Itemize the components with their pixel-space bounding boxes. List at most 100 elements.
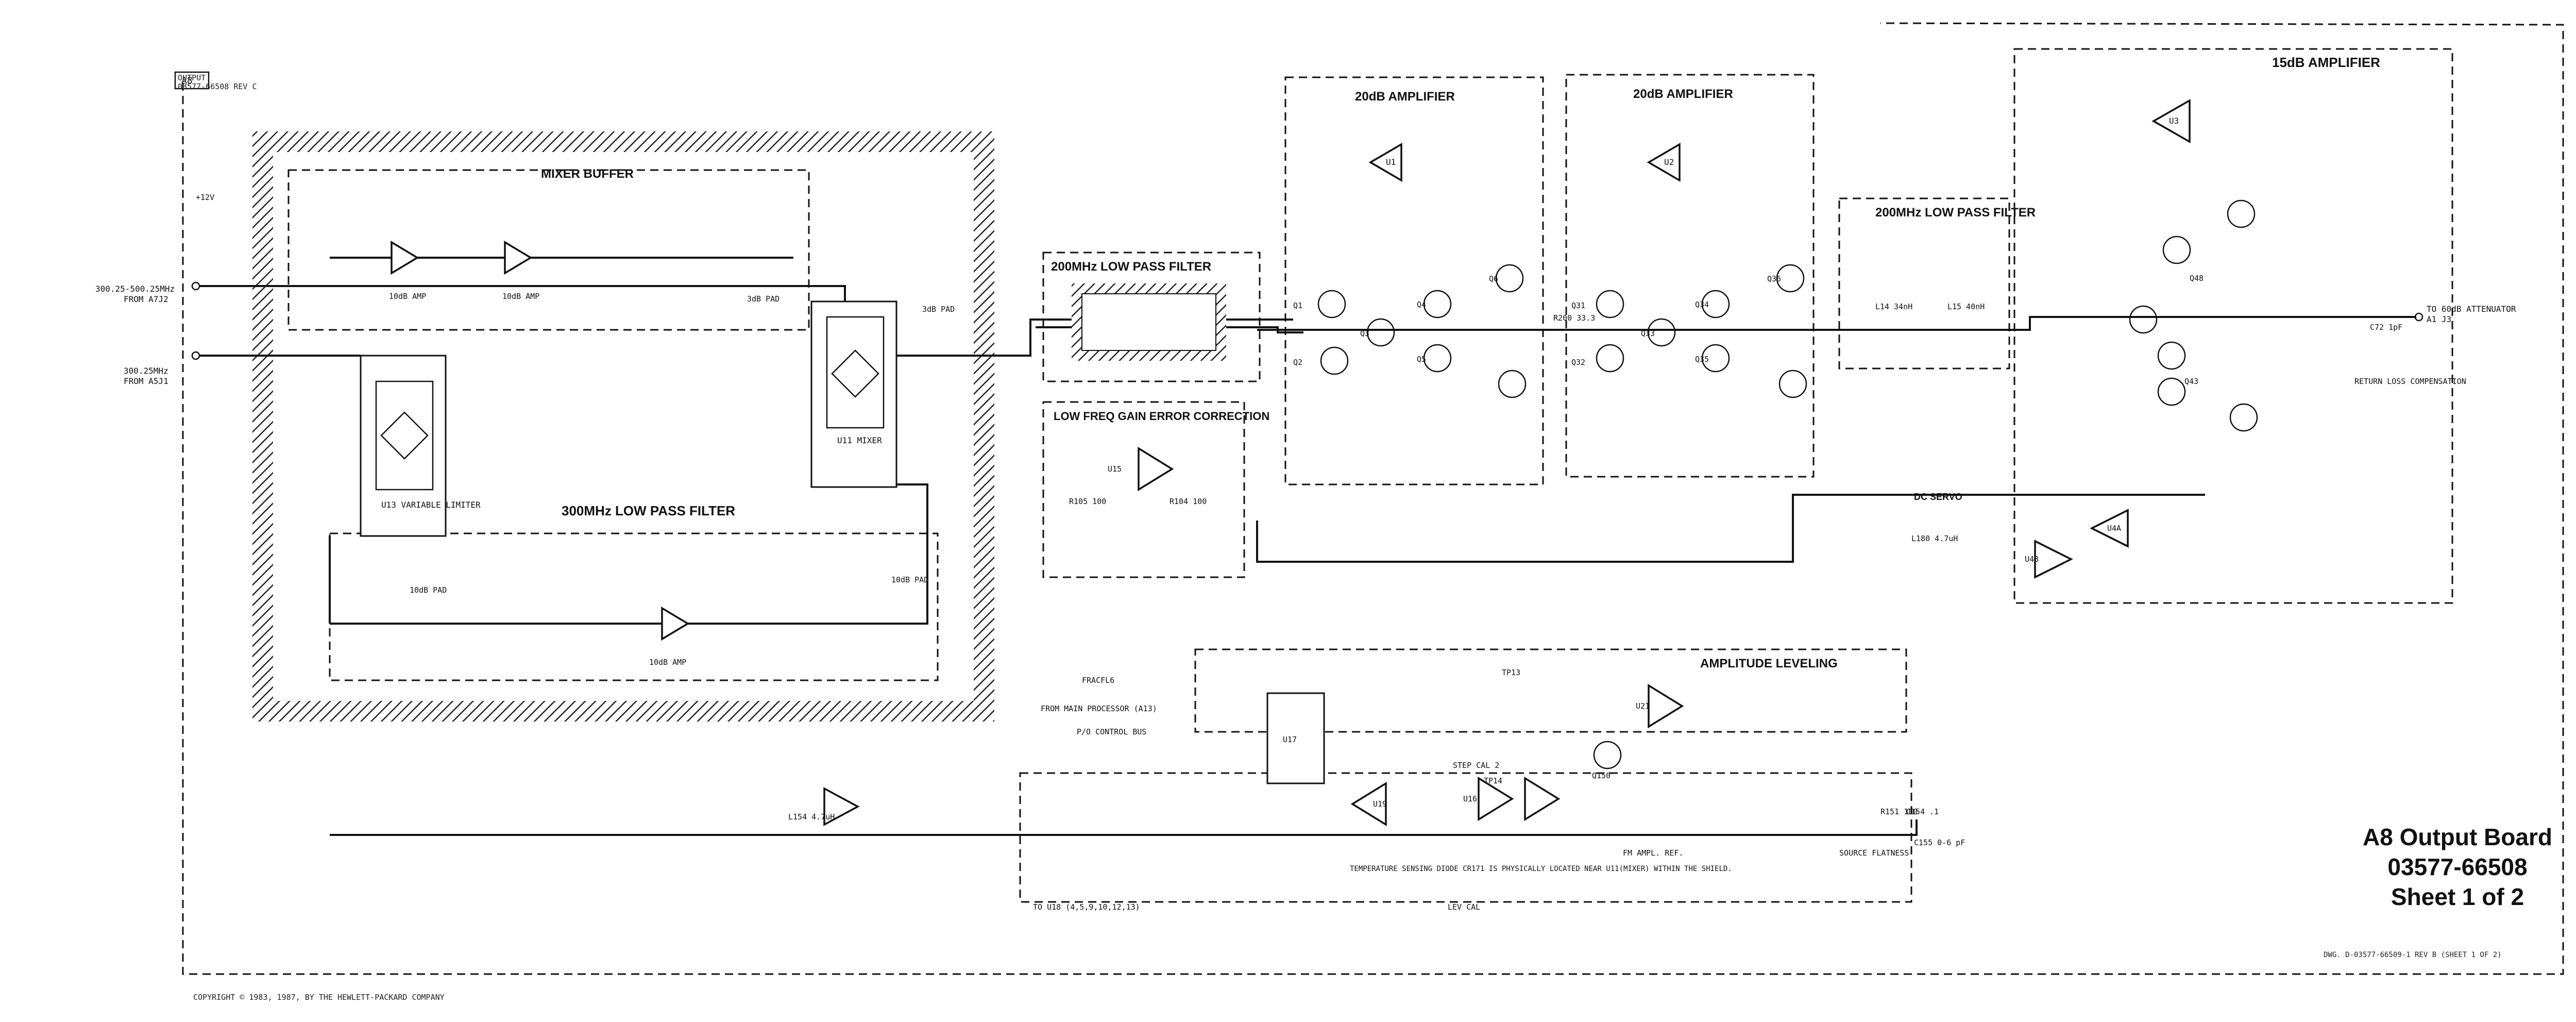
u15-amp xyxy=(1138,446,1174,492)
amp-10db-b-label: 10dB AMP xyxy=(502,292,539,301)
amp20a-box xyxy=(1284,76,1544,485)
q6-label: Q6 xyxy=(1489,274,1498,283)
input-a2-freq: 300.25MHz xyxy=(124,366,168,376)
r105-label: R105 100 xyxy=(1069,497,1106,506)
feedback-loop xyxy=(330,819,1918,836)
output-port xyxy=(2414,312,2424,322)
output-to: TO 60dB ATTENUATOR xyxy=(2427,304,2516,314)
fracfl-label: FRACFL6 xyxy=(1082,676,1114,685)
u3-label: U3 xyxy=(2169,116,2179,126)
amp-10db-c xyxy=(661,606,690,641)
amp-10db-a xyxy=(391,240,419,275)
outer-frame xyxy=(182,22,2564,975)
lpf200b-box xyxy=(1838,197,2010,370)
output-conn: A1 J3 xyxy=(2427,314,2451,324)
to-u18-label: TO U18 (4,5,9,10,12,13) xyxy=(1033,902,1140,912)
pad-10db-b-label: 10dB PAD xyxy=(891,575,928,584)
c72-label: C72 1pF xyxy=(2370,323,2402,332)
return-loss-label: RETURN LOSS COMPENSATION xyxy=(2354,377,2466,386)
tp14-label: TP14 xyxy=(1484,776,1502,785)
l180-label: L180 4.7uH xyxy=(1911,534,1958,543)
q34-label: Q34 xyxy=(1695,300,1709,309)
input-a1-freq: 300.25-500.25MHz xyxy=(95,284,175,294)
amp20a-title: 20dB AMPLIFIER xyxy=(1355,90,1455,104)
lpf300-title: 300MHz LOW PASS FILTER xyxy=(562,503,735,518)
u4a-label: U4A xyxy=(2107,524,2121,533)
u2-label: U2 xyxy=(1664,157,1674,167)
u16-amp xyxy=(1478,776,1514,822)
title-line-1: A8 Output Board xyxy=(2363,824,2552,850)
lpf200a-title: 200MHz LOW PASS FILTER xyxy=(1051,260,1211,274)
lpf300-box xyxy=(329,532,939,681)
dc-servo-loop xyxy=(1256,494,2205,563)
q36-label: Q36 xyxy=(1767,274,1781,283)
signal-path-a1 xyxy=(200,285,846,301)
amp15-title: 15dB AMPLIFIER xyxy=(2272,55,2380,70)
u13-box xyxy=(360,355,447,537)
u1-amp xyxy=(1368,142,1402,182)
q1-label: Q1 xyxy=(1293,301,1302,310)
title-line-2: 03577-66508 xyxy=(2387,853,2528,880)
u19-label: U19 xyxy=(1373,799,1387,809)
input-a2-from: FROM A5J1 xyxy=(124,376,168,386)
u19-amp xyxy=(1350,781,1387,827)
lev-cal-label: LEV CAL xyxy=(1448,902,1480,912)
frame-tag-box xyxy=(174,71,210,90)
temp-note: TEMPERATURE SENSING DIODE CR171 IS PHYSI… xyxy=(1350,865,1732,873)
amp20b-transistors xyxy=(1596,264,1807,398)
mixer-buffer-title: MIXER BUFFER xyxy=(541,167,634,181)
q48-label: Q48 xyxy=(2190,274,2204,283)
q4-label: Q4 xyxy=(1417,300,1426,309)
dc-servo-title: DC SERVO xyxy=(1914,492,1962,502)
u1-label: U1 xyxy=(1386,157,1396,167)
l15-label: L15 40nH xyxy=(1947,302,1985,311)
tp13-label: TP13 xyxy=(1502,668,1520,677)
u20b-amp xyxy=(823,787,860,826)
u21-label: U21 xyxy=(1636,701,1650,711)
q31-label: Q31 xyxy=(1571,301,1585,310)
amp20b-title: 20dB AMPLIFIER xyxy=(1633,87,1733,101)
r200-label: R200 33.3 xyxy=(1553,313,1595,323)
amp15-box xyxy=(2013,48,2453,604)
source-flatness-label: SOURCE FLATNESS xyxy=(1839,848,1909,858)
output-label: OUTPUT xyxy=(178,73,206,82)
r151-label: R151 100 xyxy=(1880,807,1918,816)
l154-label: L154 4.7uH xyxy=(788,812,835,822)
ampl-level-title: AMPLITUDE LEVELING xyxy=(1700,657,1838,671)
lpf300-chain xyxy=(330,483,928,625)
vcc12-label: +12V xyxy=(196,193,214,202)
fm-ampl-ref-label: FM AMPL. REF. xyxy=(1623,848,1683,858)
frame-output-label: OUTPUT 03577-66508 REV C xyxy=(178,74,257,91)
input-port-a1 xyxy=(191,281,200,291)
u4b-label: U4B xyxy=(2025,555,2039,564)
u21-amp xyxy=(1648,683,1684,729)
pad-3db-b-label: 3dB PAD xyxy=(922,305,955,314)
mixer-buffer-box xyxy=(287,169,810,331)
amp20a-transistors xyxy=(1317,264,1527,398)
lowfreq-box xyxy=(1042,401,1245,578)
lpf200b-title-1: 200MHz LOW PASS FILTER xyxy=(1875,206,2036,220)
q150-label: Q150 xyxy=(1592,771,1611,780)
u17-label: U17 xyxy=(1283,735,1297,744)
q3-label: Q3 xyxy=(1360,329,1369,338)
copyright: COPYRIGHT © 1983, 1987, BY THE HEWLETT-P… xyxy=(193,993,445,1002)
r104-label: R104 100 xyxy=(1170,497,1207,506)
amp20b-box xyxy=(1565,74,1815,478)
u17-chip xyxy=(1266,692,1325,784)
l14-label: L14 34nH xyxy=(1875,302,1912,311)
u20a-amp xyxy=(1524,776,1561,822)
pad-10db-a-label: 10dB PAD xyxy=(410,585,447,595)
title-line-3: Sheet 1 of 2 xyxy=(2391,883,2524,910)
amp15-transistors xyxy=(2129,199,2258,432)
u11-label: U11 MIXER xyxy=(837,435,882,445)
c155-label: C155 0-6 pF xyxy=(1914,838,1965,847)
bus-label: P/O CONTROL BUS xyxy=(1077,727,1146,736)
main-chain-out xyxy=(1850,316,2416,331)
lowfreq-title: LOW FREQ GAIN ERROR CORRECTION xyxy=(1054,410,1269,423)
title-block: A8 Output Board 03577-66508 Sheet 1 of 2 xyxy=(2349,822,2566,912)
step-cal-label: STEP CAL 2 xyxy=(1453,761,1499,770)
from-main-label: FROM MAIN PROCESSOR (A13) xyxy=(1041,704,1157,713)
amp-10db-b xyxy=(504,240,533,275)
u4a-amp xyxy=(2090,509,2129,548)
